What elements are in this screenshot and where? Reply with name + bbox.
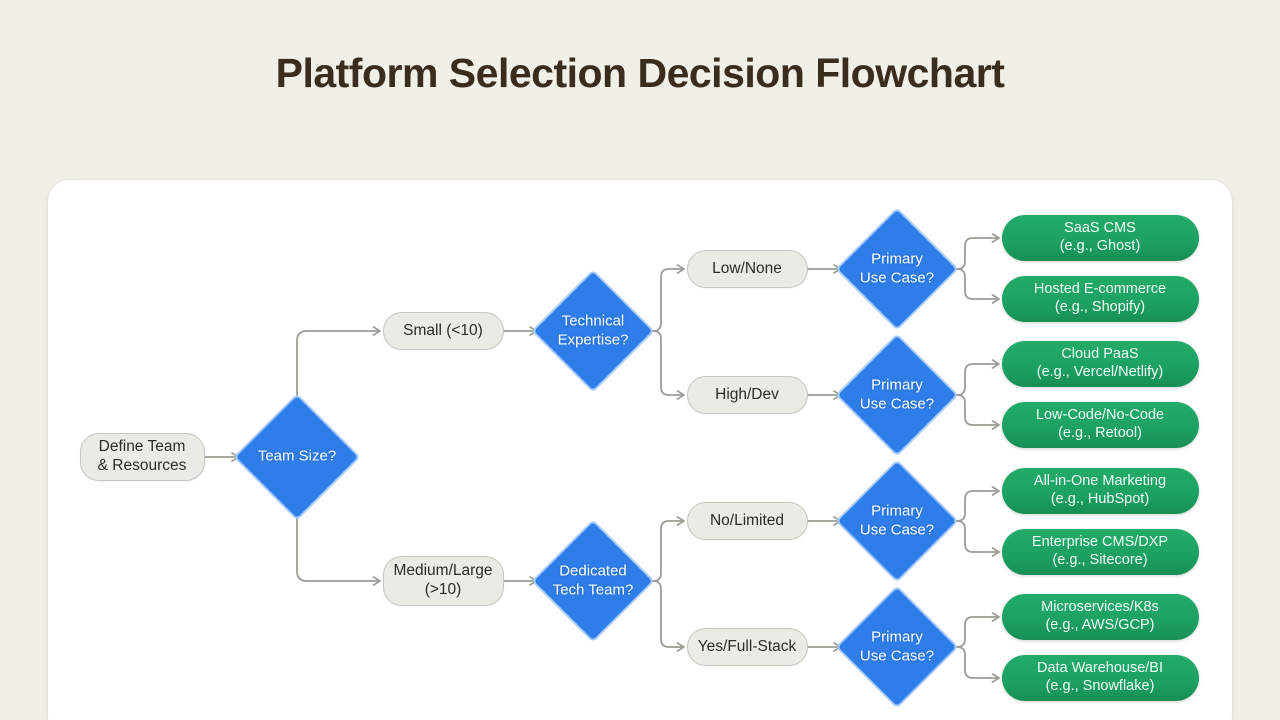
edge-team-size-to-small <box>296 326 381 402</box>
node-line: Enterprise CMS/DXP <box>1031 534 1169 551</box>
node-microservices-k8s: Microservices/K8s(e.g., AWS/GCP) <box>1001 594 1199 640</box>
node-primary-use-case-4 <box>837 587 957 707</box>
node-no-limited: No/Limited <box>686 502 808 540</box>
node-small: Small (<10) <box>382 312 504 350</box>
node-define-team: Define Team& Resources <box>79 433 205 481</box>
node-line: Define Team <box>98 438 186 456</box>
node-high-dev: High/Dev <box>686 376 808 414</box>
edge-primary-use-case-3-to-all-in-one-marketing <box>950 486 1000 522</box>
node-data-warehouse-bi: Data Warehouse/BI(e.g., Snowflake) <box>1001 655 1199 701</box>
edge-primary-use-case-1-to-saas-cms <box>950 233 1000 270</box>
node-line: Data Warehouse/BI <box>1037 660 1163 677</box>
node-line: Yes/Full-Stack <box>697 637 797 655</box>
node-line: High/Dev <box>715 385 779 403</box>
node-yes-full-stack: Yes/Full-Stack <box>686 628 808 666</box>
edge-primary-use-case-4-to-microservices-k8s <box>950 612 1000 648</box>
node-line: (e.g., Vercel/Netlify) <box>1036 364 1164 380</box>
node-line: & Resources <box>97 457 187 474</box>
edge-dedicated-tech-team-to-yes-full-stack <box>646 580 685 652</box>
node-line: (e.g., Retool) <box>1058 425 1142 441</box>
node-cloud-paas: Cloud PaaS(e.g., Vercel/Netlify) <box>1001 341 1199 387</box>
node-medium-large: Medium/Large(>10) <box>382 556 504 606</box>
node-line: Microservices/K8s <box>1041 599 1159 616</box>
node-enterprise-cms-dxp: Enterprise CMS/DXP(e.g., Sitecore) <box>1001 529 1199 575</box>
node-line: Low-Code/No-Code <box>1035 407 1165 424</box>
edge-primary-use-case-1-to-hosted-ecommerce <box>950 268 1000 304</box>
node-line: Hosted E-commerce <box>1033 281 1167 298</box>
node-line: Low/None <box>712 259 782 277</box>
node-primary-use-case-1 <box>837 209 957 329</box>
node-dedicated-tech-team <box>533 521 653 641</box>
node-primary-use-case-3 <box>837 461 957 581</box>
node-line: (e.g., AWS/GCP) <box>1045 617 1155 633</box>
edge-technical-expertise-to-high-dev <box>646 330 685 400</box>
node-line: All-in-One Marketing <box>1033 473 1167 490</box>
node-line: (e.g., Shopify) <box>1054 299 1146 315</box>
node-line: Cloud PaaS <box>1061 346 1139 363</box>
node-all-in-one-marketing: All-in-One Marketing(e.g., HubSpot) <box>1001 468 1199 514</box>
node-saas-cms: SaaS CMS(e.g., Ghost) <box>1001 215 1199 261</box>
node-line: (e.g., Snowflake) <box>1045 678 1155 694</box>
node-line: (>10) <box>424 581 462 598</box>
edge-primary-use-case-3-to-enterprise-cms-dxp <box>950 520 1000 557</box>
edge-team-size-to-medium-large <box>296 512 381 586</box>
edge-technical-expertise-to-low-none <box>646 264 685 332</box>
node-line: (e.g., Ghost) <box>1059 238 1141 254</box>
node-technical-expertise <box>533 271 653 391</box>
node-line: (e.g., Sitecore) <box>1052 552 1148 568</box>
node-primary-use-case-2 <box>837 335 957 455</box>
node-low-none: Low/None <box>686 250 808 288</box>
edge-dedicated-tech-team-to-no-limited <box>646 516 685 582</box>
node-team-size <box>235 395 359 519</box>
node-line: Small (<10) <box>403 321 483 339</box>
node-line: (e.g., HubSpot) <box>1050 491 1150 507</box>
node-hosted-ecommerce: Hosted E-commerce(e.g., Shopify) <box>1001 276 1199 322</box>
node-low-code-no-code: Low-Code/No-Code(e.g., Retool) <box>1001 402 1199 448</box>
node-line: No/Limited <box>709 511 785 529</box>
edge-primary-use-case-4-to-data-warehouse-bi <box>950 646 1000 683</box>
node-line: Medium/Large <box>393 562 493 580</box>
edge-primary-use-case-2-to-cloud-paas <box>950 359 1000 396</box>
page-title: Platform Selection Decision Flowchart <box>275 50 1005 96</box>
flowchart-edges-layer <box>203 209 1000 707</box>
edge-primary-use-case-2-to-low-code-no-code <box>950 394 1000 430</box>
node-line: SaaS CMS <box>1064 220 1136 237</box>
